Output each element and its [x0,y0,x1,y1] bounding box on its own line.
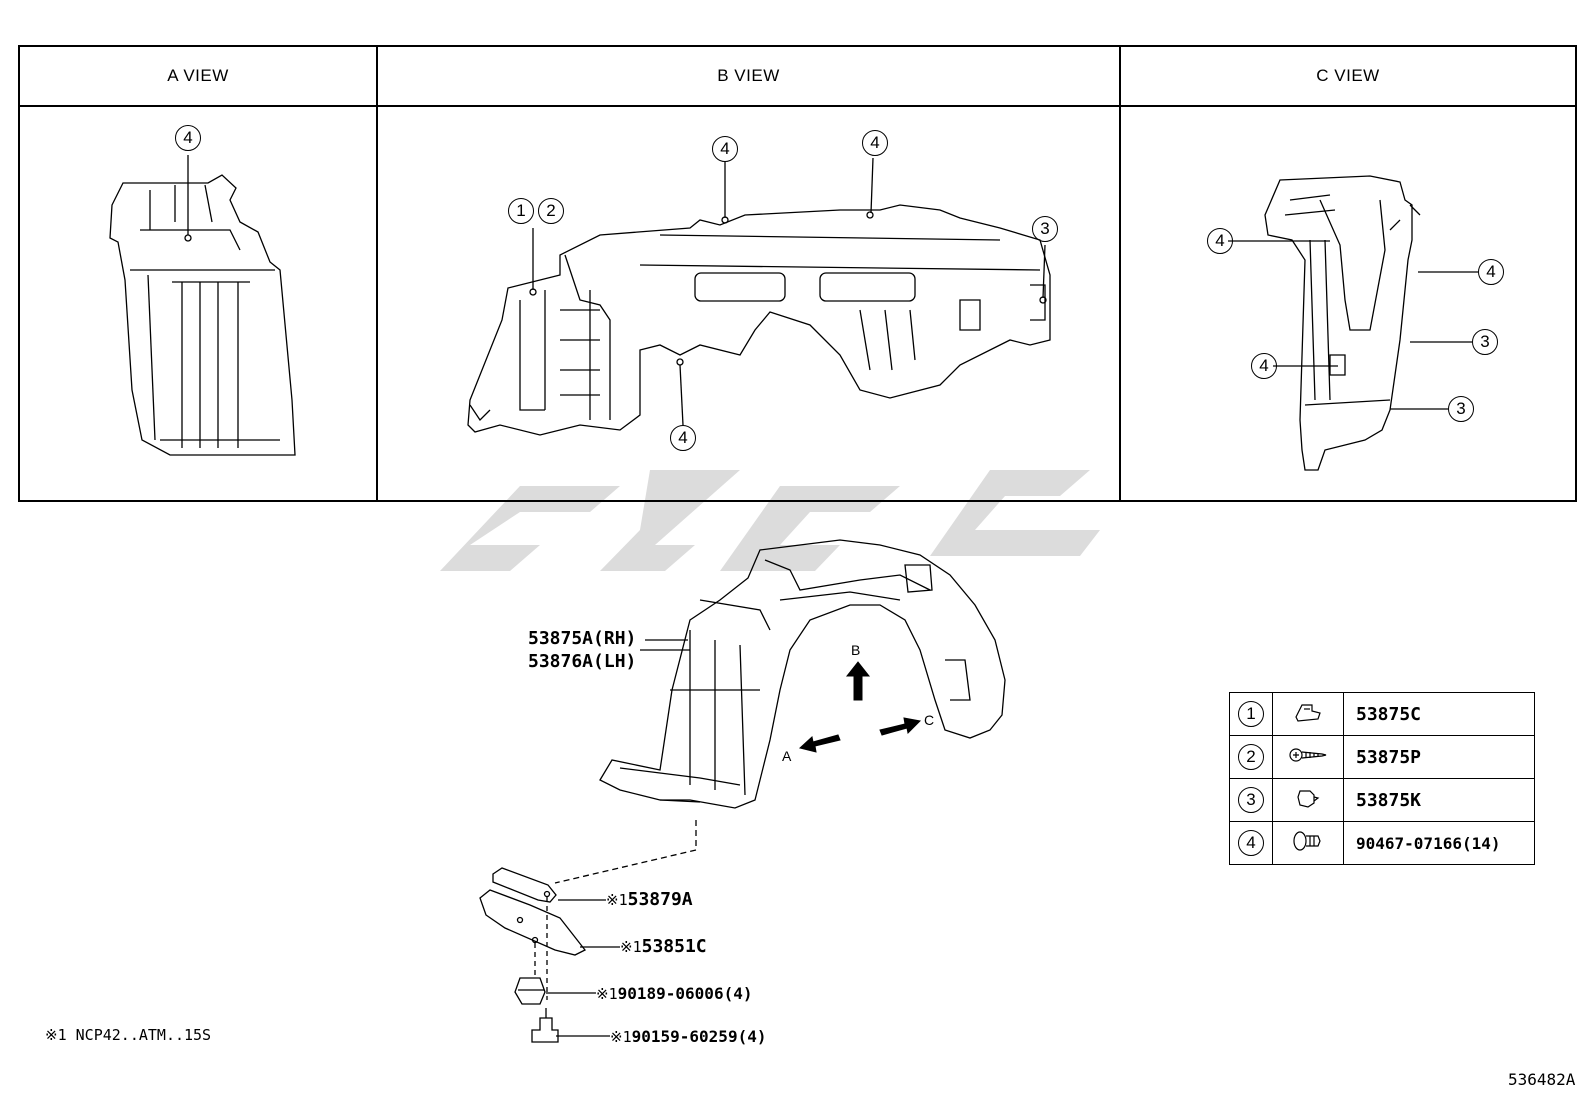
part-label-53876a-lh: 53876A(LH) [528,651,637,672]
direction-label-b: B [851,642,861,658]
legend-row: 1 53875C [1229,692,1535,736]
plate-53851c-icon [479,889,587,956]
sub-part-90189: ※190189-06006(4) [596,984,753,1003]
callout-1-b: 1 [508,198,534,224]
arrow-b-icon [845,661,871,701]
sub-part-53851c: ※153851C [620,936,707,957]
callout-2-b: 2 [538,198,564,224]
fastener-legend-table: 1 53875C 2 53875P 3 53875K 4 [1229,692,1535,865]
clip-icon [1295,703,1321,722]
view-title-c: C VIEW [1121,47,1575,107]
direction-label-c: C [924,712,935,728]
sub-part-90159: ※190159-60259(4) [610,1027,767,1046]
callout-4-c-top-left: 4 [1207,228,1233,254]
callout-3-c-upper: 3 [1472,329,1498,355]
callout-4-b-bottom: 4 [670,425,696,451]
screw-icon [1289,747,1327,762]
callout-4-a: 4 [175,125,201,151]
sub-part-53879a: ※153879A [606,889,693,910]
arrow-c-icon [879,717,922,736]
view-panel-c: C VIEW [1119,45,1577,502]
legend-row: 3 53875K [1229,778,1535,822]
legend-row: 4 90467-07166(14) [1229,821,1535,865]
view-title-a: A VIEW [20,47,376,107]
diagram-id: 536482A [1508,1070,1576,1089]
arrow-a-icon [798,734,841,753]
callout-4-b-top-right: 4 [862,130,888,156]
callout-3-c-lower: 3 [1448,396,1474,422]
bolt-90159-icon [531,1017,559,1043]
callout-3-b: 3 [1032,216,1058,242]
view-title-b: B VIEW [378,47,1119,107]
applicability-footnote: ※1 NCP42..ATM..15S [45,1026,212,1044]
grommet-icon [1297,789,1320,808]
direction-label-a: A [782,748,792,764]
legend-row: 2 53875P [1229,735,1535,779]
callout-4-b-top-left: 4 [712,136,738,162]
push-rivet-icon [1293,830,1321,851]
callout-4-c-lower-left: 4 [1251,353,1277,379]
callout-4-c-right: 4 [1478,259,1504,285]
clip-90189-icon [514,977,546,1005]
part-label-53875a-rh: 53875A(RH) [528,628,637,649]
bracket-53879a-icon [492,867,557,903]
